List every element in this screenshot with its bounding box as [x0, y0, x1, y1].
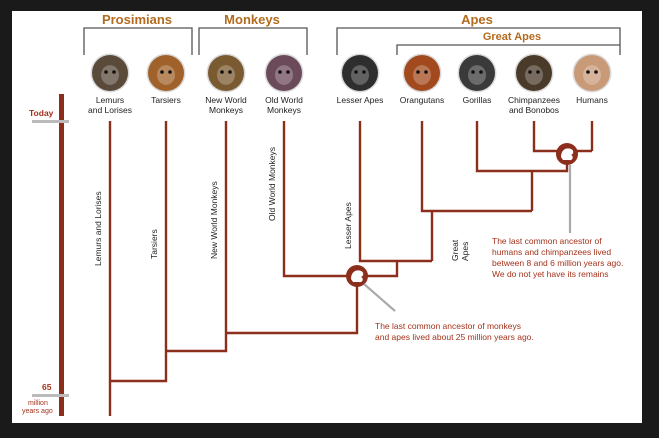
- humans-photo: [572, 53, 612, 93]
- vertical-label-great-apes-line1: Great: [450, 239, 460, 261]
- branch-gorillas: [475, 121, 532, 173]
- species-label: Lemurs: [96, 95, 124, 105]
- old-world-monkey-photo: [264, 53, 304, 93]
- bracket-monkeys: [198, 27, 308, 55]
- species-label: Humans: [576, 95, 608, 105]
- branch-monkey-ape-stem: [226, 276, 359, 335]
- today-tick: [32, 120, 69, 123]
- species-label-line2: and Bonobos: [509, 105, 559, 115]
- species-label: Tarsiers: [151, 95, 181, 105]
- branch-new-world-monkeys: [166, 121, 228, 353]
- branch-tarsiers: [110, 121, 168, 383]
- chimpanzee-photo: [514, 53, 554, 93]
- group-label-apes: Apes: [461, 12, 493, 27]
- branch-apes-stem: [357, 261, 399, 278]
- group-label-great-apes: Great Apes: [483, 31, 541, 43]
- vertical-branch-label: Lesser Apes: [343, 202, 353, 249]
- tarsier-photo: [146, 53, 186, 93]
- ancestor-marker-monkeys-apes: [346, 265, 368, 287]
- ancestor-marker-humans-chimps: [556, 143, 578, 165]
- group-label-monkeys: Monkeys: [224, 12, 280, 27]
- group-label-prosimians: Prosimians: [102, 12, 172, 27]
- branch-old-world-monkeys: [282, 121, 357, 278]
- primate-tree-diagram: Prosimians Monkeys Apes Great Apes Lemur…: [22, 12, 623, 416]
- primate-silhouette-icon: [351, 270, 364, 283]
- vertical-branch-label: Tarsiers: [149, 229, 159, 259]
- tree-branches: [108, 121, 594, 416]
- gibbon-photo: [340, 53, 380, 93]
- timeline-bar: [59, 94, 64, 416]
- species-label: Gorillas: [463, 95, 492, 105]
- branch-orangutans: [420, 121, 532, 213]
- note-monkeys-apes: The last common ancestor of monkeys and …: [375, 321, 534, 342]
- orangutan-photo: [402, 53, 442, 93]
- mya-value: 65: [42, 382, 52, 392]
- species-label: Old World: [265, 95, 303, 105]
- mya-unit-line1: million: [28, 400, 48, 407]
- species-photos: [90, 53, 612, 93]
- bracket-prosimians: [83, 27, 193, 55]
- lemur-photo: [90, 53, 130, 93]
- note-humans-chimps-line3: between 8 and 6 million years ago.: [492, 258, 623, 268]
- branch-lesser-apes: [358, 121, 432, 263]
- mya-tick: [32, 394, 69, 397]
- today-label: Today: [29, 108, 54, 118]
- vertical-branch-label: Old World Monkeys: [267, 147, 277, 221]
- bracket-great-apes: [396, 44, 620, 55]
- bracket-apes: [336, 27, 621, 55]
- vertical-label-great-apes-line2: Apes: [460, 242, 470, 261]
- species-label: Lesser Apes: [337, 95, 384, 105]
- phylogeny-figure: Prosimians Monkeys Apes Great Apes Lemur…: [12, 11, 642, 423]
- pointer-monkeys-apes-note: [363, 283, 396, 312]
- gorilla-photo: [457, 53, 497, 93]
- note-humans-chimps: The last common ancestor of humans and c…: [492, 236, 623, 279]
- note-monkeys-apes-line2: and apes lived about 25 million years ag…: [375, 332, 534, 342]
- species-label-line2: Monkeys: [209, 105, 243, 115]
- species-label: Chimpanzees: [508, 95, 560, 105]
- squirrel-monkey-photo: [206, 53, 246, 93]
- primate-silhouette-icon: [561, 148, 574, 161]
- species-label: New World: [205, 95, 247, 105]
- species-label-line2: and Lorises: [88, 105, 132, 115]
- vertical-branch-label: Lemurs and Lorises: [93, 191, 103, 266]
- species-label-line2: Monkeys: [267, 105, 301, 115]
- note-humans-chimps-line4: We do not yet have its remains: [492, 269, 609, 279]
- note-humans-chimps-line1: The last common ancestor of: [492, 236, 602, 246]
- mya-unit-line2: years ago: [22, 408, 53, 415]
- note-humans-chimps-line2: humans and chimpanzees lived: [492, 247, 611, 257]
- species-label: Orangutans: [400, 95, 444, 105]
- note-monkeys-apes-line1: The last common ancestor of monkeys: [375, 321, 521, 331]
- vertical-branch-label: New World Monkeys: [209, 181, 219, 259]
